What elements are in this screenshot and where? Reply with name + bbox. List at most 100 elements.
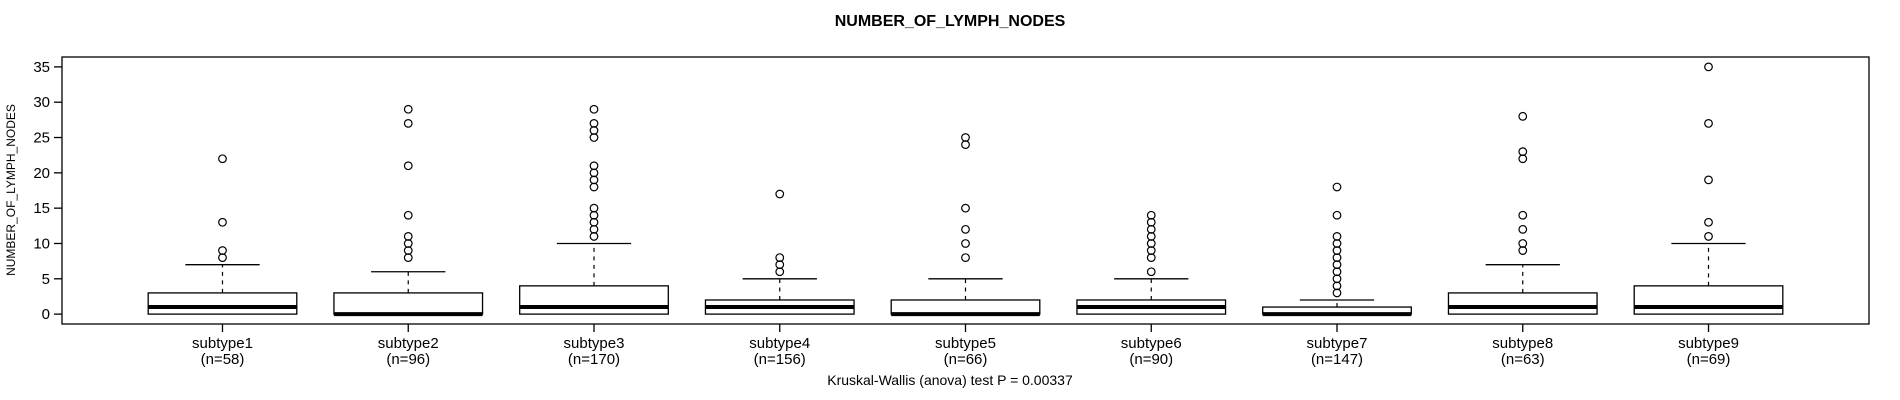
outlier-point [218,217,227,227]
outlier-point [961,239,970,248]
outlier-point [1332,274,1342,284]
outlier-point [218,154,227,164]
boxplot-group-subtype7: subtype7(n=147) [1262,182,1412,368]
outlier-point [1518,111,1528,121]
outlier-point [775,189,785,199]
y-tick-label: 25 [33,130,50,147]
outlier-point [403,246,413,255]
outlier-point [1518,154,1528,164]
outlier-point [1332,267,1342,277]
x-tick-label-n: (n=170) [568,351,620,368]
outlier-point [403,104,413,114]
iqr-box [147,292,298,315]
x-tick-label-subtype: subtype5 [935,335,996,352]
outlier-point [1332,232,1342,241]
x-tick-label-n: (n=90) [1129,351,1173,368]
boxplot-group-subtype3: subtype3(n=170) [519,104,669,368]
outlier-point [218,253,227,263]
outlier-point [1332,288,1342,298]
y-tick-label: 30 [33,94,50,111]
x-tick-label-subtype: subtype6 [1121,335,1182,352]
outlier-point [589,118,599,128]
outlier-point [1704,232,1713,241]
boxplot-group-subtype8: subtype8(n=63) [1447,111,1598,368]
outlier-point [589,224,599,234]
boxplot-group-subtype9: subtype9(n=69) [1633,62,1784,368]
outlier-point [961,203,970,213]
outlier-point [403,161,413,171]
boxplot-group-subtype1: subtype1(n=58) [147,154,298,368]
outlier-point [1332,239,1342,248]
boxplot-group-subtype6: subtype6(n=90) [1076,210,1227,368]
outlier-point [589,203,599,213]
x-tick-label-n: (n=58) [201,351,245,368]
outlier-point [589,210,599,220]
outlier-point [589,217,599,227]
y-tick-label: 10 [33,235,50,252]
outlier-point [1332,182,1342,192]
plot-frame [61,56,1870,325]
y-tick-label: 35 [33,59,50,76]
y-tick-label: 15 [33,200,50,217]
x-tick-label-subtype: subtype1 [192,335,253,352]
outlier-point [589,175,599,185]
outlier-point [589,126,599,135]
outlier-point [1518,224,1528,234]
kruskal-wallis-annotation: Kruskal-Wallis (anova) test P = 0.00337 [827,372,1073,388]
boxplot-group-subtype2: subtype2(n=96) [333,104,484,368]
outlier-point [775,267,785,277]
outlier-point [1146,267,1156,277]
iqr-box [333,292,484,315]
boxplot-group-subtype5: subtype5(n=66) [890,133,1041,368]
chart-title: NUMBER_OF_LYMPH_NODES [835,13,1066,30]
y-axis-label: NUMBER_OF_LYMPH_NODES [4,104,18,276]
outlier-point [1146,210,1156,220]
outlier-point [1704,118,1713,128]
outlier-point [1332,246,1342,255]
outlier-point [1146,253,1156,263]
iqr-box [890,299,1041,315]
x-tick-label-subtype: subtype8 [1492,335,1553,352]
iqr-box [1633,285,1784,315]
outlier-point [1332,260,1342,270]
outlier-point [1146,217,1156,227]
outlier-point [589,232,599,241]
outlier-point [1518,147,1528,157]
outlier-point [589,168,599,178]
y-tick-label: 5 [42,271,50,288]
x-tick-label-n: (n=156) [754,351,806,368]
outlier-point [218,246,227,255]
outlier-point [961,140,970,149]
boxplot-group-subtype4: subtype4(n=156) [704,189,855,368]
outlier-point [1704,175,1713,185]
x-tick-label-subtype: subtype2 [378,335,439,352]
x-tick-label-subtype: subtype4 [749,335,810,352]
outlier-point [775,253,785,263]
outlier-point [589,133,599,142]
x-tick-label-n: (n=69) [1687,351,1731,368]
x-tick-label-n: (n=147) [1311,351,1363,368]
outlier-point [961,224,970,234]
plot-area: 05101520253035subtype1(n=58)subtype2(n=9… [33,59,1784,368]
outlier-point [403,232,413,241]
outlier-point [1332,253,1342,263]
outlier-point [403,118,413,128]
y-tick-label: 20 [33,165,50,182]
outlier-point [403,239,413,248]
outlier-point [589,104,599,114]
outlier-point [1146,246,1156,255]
outlier-point [403,253,413,263]
x-tick-label-n: (n=96) [386,351,430,368]
outlier-point [1332,281,1342,291]
outlier-point [1146,232,1156,241]
outlier-point [1146,239,1156,248]
y-tick-label: 0 [42,306,50,323]
outlier-point [403,210,413,220]
iqr-box [519,285,669,315]
outlier-point [775,260,785,270]
outlier-point [1704,217,1713,227]
outlier-point [589,161,599,171]
outlier-point [1704,62,1713,72]
